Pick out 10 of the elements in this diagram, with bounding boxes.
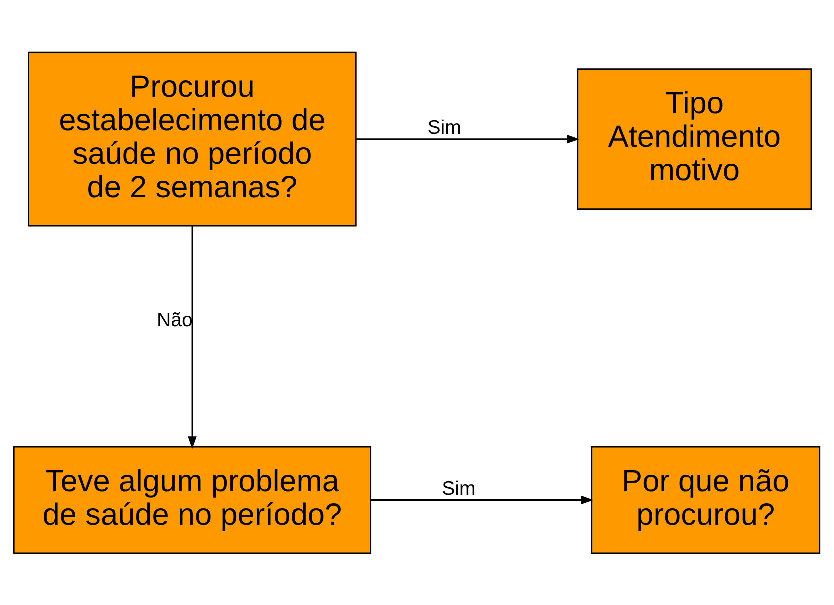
node-box: Por que não procurou? [591, 446, 821, 554]
node-box: Tipo Atendimento motivo [577, 68, 812, 210]
node-box: Teve algum problema de saúde no período? [13, 446, 372, 554]
arrow [188, 226, 197, 449]
arrow [370, 495, 594, 504]
arrow [356, 134, 580, 144]
edge-label: Não [157, 308, 193, 331]
edge-label: Sim [442, 477, 476, 500]
node-box: Procurou estabelecimento de saúde no período de 2 semanas? [28, 51, 357, 226]
edge-label: Sim [428, 116, 462, 139]
